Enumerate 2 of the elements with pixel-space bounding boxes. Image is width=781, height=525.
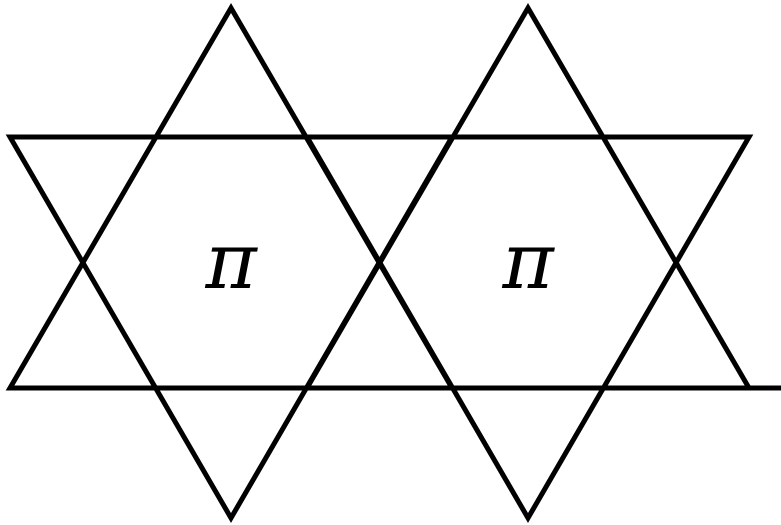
greek-letter-label: π: [502, 223, 554, 301]
greek-letter-label: π: [206, 223, 257, 301]
